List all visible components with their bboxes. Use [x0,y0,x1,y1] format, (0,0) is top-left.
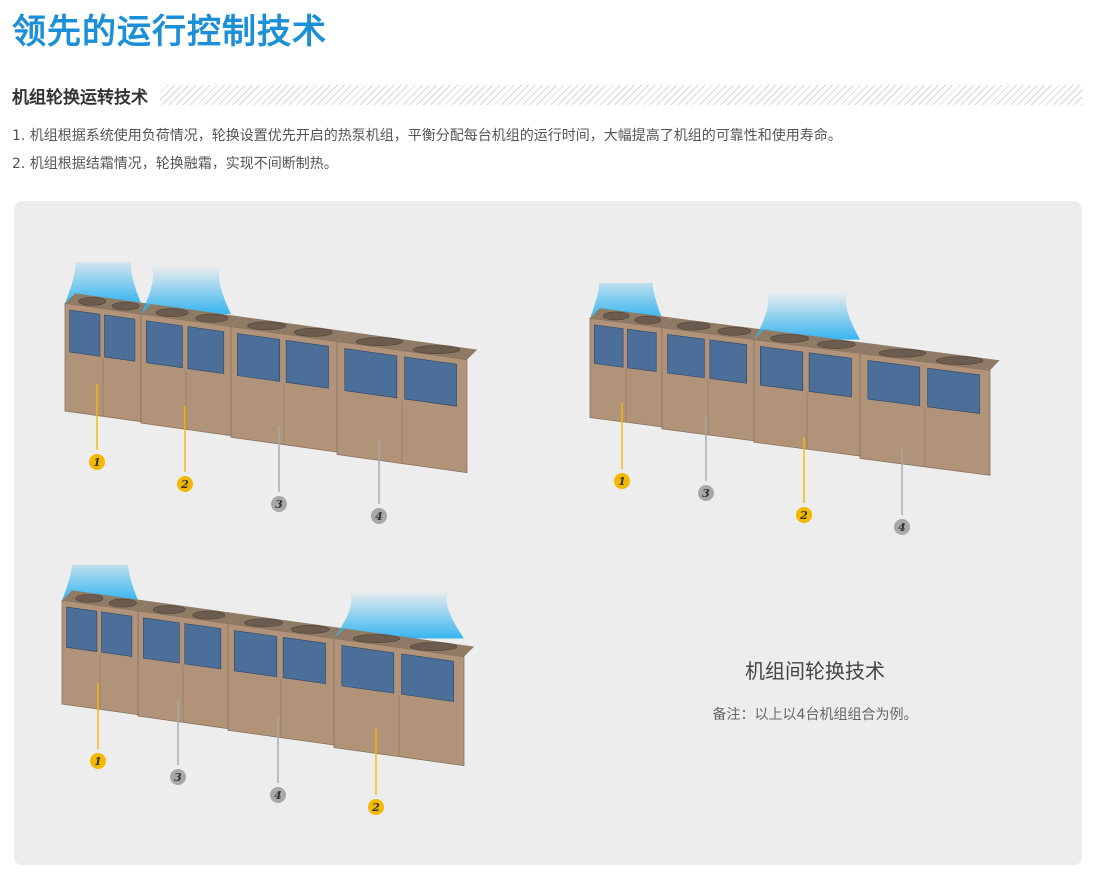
active-unit-badge [177,476,193,492]
unit-number-label: 2 [371,801,380,814]
heat-pump-unit [137,601,239,730]
heat-pump-unit [333,628,475,767]
description-item-1: 1. 机组根据系统使用负荷情况，轮换设置优先开启的热泵机组，平衡分配每台机组的运… [12,128,842,144]
heat-pump-unit [227,613,345,746]
active-unit-badge [90,753,106,769]
heat-pump-unit [64,293,152,423]
heat-pump-unit [336,331,478,474]
idle-unit-badge [371,508,387,524]
unit-number-label: 1 [93,456,101,469]
active-unit-badge [614,473,630,489]
page-title: 领先的运行控制技术 [12,12,327,52]
heat-pump-unit [589,308,672,428]
airflow-plume [141,266,231,315]
unit-number-label: 4 [274,789,282,802]
airflow-plume [754,291,860,340]
section-header: 机组轮换运转技术 [12,82,1082,108]
heat-pump-unit [140,304,242,437]
active-unit-badge [368,799,384,815]
active-unit-badge [796,507,812,523]
heat-pump-unit [230,316,348,453]
idle-unit-badge [271,496,287,512]
heat-pump-unit [661,317,764,442]
section-title: 机组轮换运转技术 [12,87,148,108]
heat-pump-unit [61,590,149,716]
unit-number-label: 1 [94,755,102,768]
unit-number-label: 2 [180,478,189,491]
unit-number-label: 1 [618,475,626,488]
description-list: 1. 机组根据系统使用负荷情况，轮换设置优先开启的热泵机组，平衡分配每台机组的运… [12,122,1088,178]
caption-title: 机组间轮换技术 [745,659,885,683]
airflow-plume [334,590,464,639]
unit-number-label: 4 [375,510,383,523]
active-unit-badge [89,454,105,470]
heat-pump-unit [753,329,870,457]
rotation-diagram-b: 1 3 2 4 [589,283,1000,535]
caption-note: 备注：以上以4台机组组合为例。 [712,707,918,723]
idle-unit-badge [894,519,910,535]
description-item-2: 2. 机组根据结霜情况，轮换融霜，实现不间断制热。 [12,156,338,172]
unit-number-label: 3 [275,498,283,511]
heat-pump-unit [859,343,1000,476]
unit-number-label: 3 [702,487,710,500]
idle-unit-badge [270,787,286,803]
airflow-plume [65,262,141,304]
unit-number-label: 4 [898,521,906,534]
unit-number-label: 2 [799,509,808,522]
idle-unit-badge [698,485,714,501]
airflow-plume [62,565,138,601]
rotation-diagram-a: 1 2 3 4 [64,262,478,524]
idle-unit-badge [170,769,186,785]
rotation-diagram-c: 1 3 4 2 [61,565,475,815]
hatched-divider [160,85,1082,105]
unit-number-label: 3 [174,771,182,784]
